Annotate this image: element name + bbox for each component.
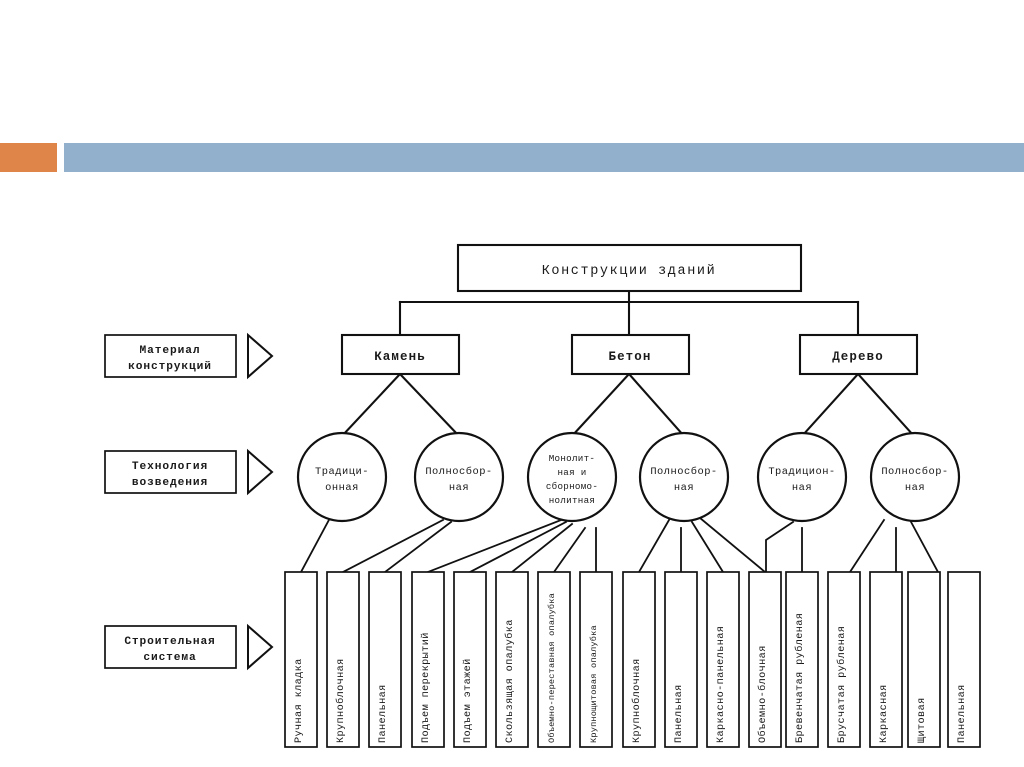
technology-node-0[interactable]: Традици- онная: [296, 431, 388, 523]
system-label: Ручная кладка: [294, 658, 305, 743]
title-band: [64, 143, 1024, 172]
technology-label-line: ная: [792, 482, 812, 494]
system-label: Скользящая опалубка: [503, 619, 516, 743]
material-label: Дерево: [832, 350, 884, 364]
row-label-material[interactable]: Материал конструкций: [104, 332, 274, 380]
row-label-technology-line1: Технология: [132, 461, 208, 473]
row-label-system-line1: Строительная: [124, 636, 215, 648]
technology-label-line: Монолит-: [549, 453, 596, 464]
root-node[interactable]: Конструкции зданий: [456, 243, 803, 293]
system-label: Подъем перекрытий: [420, 632, 432, 743]
arrow-right-icon: [247, 332, 274, 380]
system-node-13[interactable]: Брусчатая рубленая: [827, 571, 861, 748]
system-label: Панельная: [378, 684, 389, 743]
hierarchy-diagram: Конструкции зданий Материал конструкций …: [104, 243, 981, 748]
technology-label-line: ная и: [557, 467, 586, 478]
material-node-concrete[interactable]: Бетон: [570, 333, 691, 376]
material-label: Бетон: [608, 350, 651, 364]
connectors-technologies-to-systems: [299, 516, 940, 574]
row-label-system[interactable]: Строительная система: [104, 623, 274, 671]
system-node-0[interactable]: Ручная кладка: [284, 571, 318, 748]
system-node-14[interactable]: Каркасная: [869, 571, 903, 748]
system-label: Панельная: [674, 684, 685, 743]
row-label-technology[interactable]: Технология возведения: [104, 448, 274, 496]
system-label: Каркасная: [879, 684, 890, 743]
system-node-4[interactable]: Подъем этажей: [453, 571, 487, 748]
technology-label-line: ная: [674, 482, 694, 494]
arrow-right-icon: [247, 448, 274, 496]
system-node-9[interactable]: Панельная: [664, 571, 698, 748]
system-label: Крупноблочная: [334, 658, 347, 743]
diagram-container: Конструкции зданий Материал конструкций …: [0, 180, 1024, 767]
technology-node-1[interactable]: Полносбор- ная: [413, 431, 505, 523]
technology-label-line: ная: [905, 482, 925, 494]
technology-label-line: Традицион-: [768, 466, 835, 478]
system-node-5[interactable]: Скользящая опалубка: [495, 571, 529, 748]
system-label: Брусчатая рубленая: [835, 626, 848, 743]
system-label: Каркасно-панельная: [716, 626, 727, 743]
technology-label-line: нолитная: [549, 495, 596, 506]
connectors-materials-to-technologies: [340, 372, 916, 438]
system-node-8[interactable]: Крупноблочная: [622, 571, 656, 748]
technology-node-2[interactable]: Монолит- ная и сборномо- нолитная: [526, 431, 618, 523]
material-node-stone[interactable]: Камень: [340, 333, 461, 376]
arrow-right-icon: [247, 623, 274, 671]
row-label-system-line2: система: [143, 652, 196, 664]
material-label: Камень: [374, 350, 426, 364]
row-label-material-line1: Материал: [140, 345, 201, 357]
technology-label-line: онная: [325, 482, 359, 494]
technology-label-line: Полносбор-: [881, 465, 948, 478]
row-label-material-line2: конструкций: [128, 361, 212, 373]
system-node-15[interactable]: Щитовая: [907, 571, 941, 748]
system-label: Объемно-переставная опалубка: [547, 593, 557, 743]
technology-label-line: ная: [449, 482, 469, 494]
material-node-wood[interactable]: Дерево: [798, 333, 919, 376]
technology-label-line: Традици-: [315, 466, 369, 478]
system-node-1[interactable]: Крупноблочная: [326, 571, 360, 748]
row-label-technology-line2: возведения: [132, 477, 208, 489]
system-label: Объемно-блочная: [756, 645, 769, 743]
technology-label-line: Полносбор-: [425, 465, 492, 478]
technology-label-line: Полносбор-: [650, 465, 717, 478]
system-label: Крупнощитовая опалубка: [589, 625, 599, 743]
system-node-7[interactable]: Крупнощитовая опалубка: [579, 571, 613, 748]
system-node-16[interactable]: Панельная: [947, 571, 981, 748]
system-label: Бревенчатая рубленая: [793, 613, 806, 743]
system-label: Панельная: [957, 684, 968, 743]
technology-label-line: сборномо-: [546, 481, 598, 492]
technology-node-3[interactable]: Полносбор- ная: [638, 431, 730, 523]
system-node-12[interactable]: Бревенчатая рубленая: [785, 571, 819, 748]
system-node-10[interactable]: Каркасно-панельная: [706, 571, 740, 748]
system-node-3[interactable]: Подъем перекрытий: [411, 571, 445, 748]
technology-node-4[interactable]: Традицион- ная: [756, 431, 848, 523]
root-label: Конструкции зданий: [542, 264, 717, 279]
connectors-root-to-materials: [398, 289, 860, 337]
system-label: Щитовая: [917, 697, 928, 743]
system-node-11[interactable]: Объемно-блочная: [748, 571, 782, 748]
system-label: Крупноблочная: [630, 658, 643, 743]
system-node-6[interactable]: Объемно-переставная опалубка: [537, 571, 571, 748]
accent-band: [0, 143, 57, 172]
system-label: Подъем этажей: [462, 658, 474, 743]
system-node-2[interactable]: Панельная: [368, 571, 402, 748]
technology-node-5[interactable]: Полносбор- ная: [869, 431, 961, 523]
